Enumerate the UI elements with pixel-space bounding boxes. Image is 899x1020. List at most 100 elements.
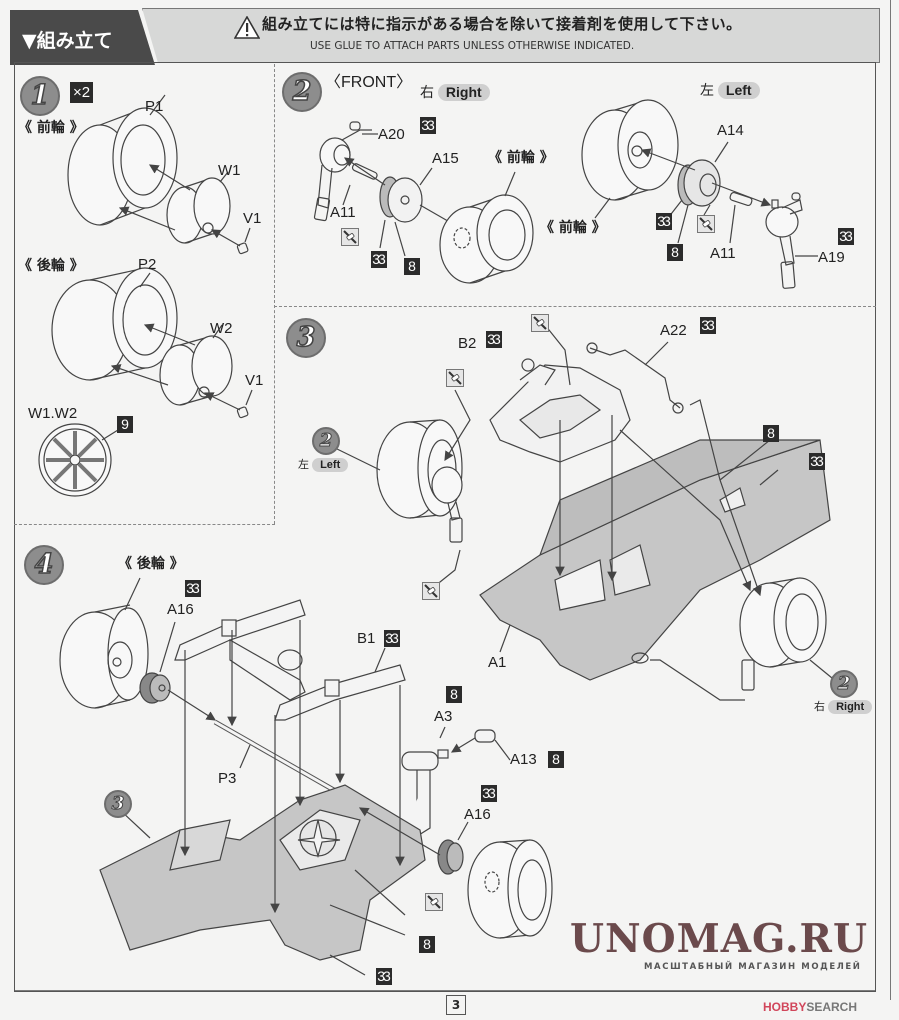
paint-code-badge: 33 [371,251,387,268]
knuckle-a19-drawing [765,192,818,289]
part-label-a11: A11 [330,204,356,221]
side-label-left: 左 Left [700,82,760,99]
part-label-b2: B2 [458,335,477,352]
tire-p1-drawing [67,94,178,226]
part-label-w2: W2 [210,320,233,337]
part-label-p3: P3 [218,770,237,787]
pin-a11-left-drawing [729,191,753,244]
paint-code-badge: 8 [548,751,564,768]
part-label-a11-left: A11 [710,245,736,262]
part-label-w1: W1 [218,162,241,179]
part-label-a19: A19 [818,249,845,266]
side-label-left: 左 Left [298,458,349,472]
paint-code-badge: 8 [446,686,462,703]
side-label-right: 右 Right [420,84,490,101]
paint-code-badge: 33 [486,331,502,348]
step-number-3: 3 [286,318,326,358]
part-label-a16-right: A16 [464,806,491,823]
step-ref-3: 3 [104,790,132,818]
part-label-a1: A1 [488,654,507,671]
paint-code-badge: 9 [117,416,133,433]
hub-a16-drawing [139,621,217,721]
glue-warning-banner [142,8,880,63]
paint-code-badge: 33 [185,580,201,597]
paint-code-badge: 33 [809,453,825,470]
no-glue-glyph [448,371,462,385]
tire-step3-left-drawing [334,419,463,543]
page-number: 3 [446,995,466,1015]
tire-front-left-drawing [581,99,679,219]
step-ref-2-left: 2 [312,427,340,455]
part-label-a13: A13 [510,751,537,768]
paint-code-badge: 8 [667,244,683,261]
bar-a22-drawing [586,341,684,414]
part-label-a22: A22 [660,322,687,339]
rear-wheel-label: 《 後輪 》 [18,258,84,274]
knuckle-a20-drawing [313,121,378,222]
divider-horizontal-left [14,524,275,525]
tire-step4-rear-drawing [59,577,149,709]
paint-code-badge: 33 [656,213,672,230]
divider-horizontal-right [274,306,876,307]
rear-wheel-label: 《 後輪 》 [118,556,184,572]
hub-a15-drawing [344,157,461,257]
chassis-a1-drawing [479,439,831,681]
watermark-logo: UNOMAG.RU [570,916,868,962]
no-glue-icon [446,369,464,387]
hobby-search-logo: HOBBYSEARCH [763,1000,858,1014]
paint-code-badge: 33 [838,228,854,245]
multiplier-badge: ×2 [70,82,94,103]
no-glue-icon [531,314,549,332]
part-label-p1: P1 [145,98,164,115]
side-label-right: 右 Right [814,700,873,714]
subframe-b2-drawing [489,358,631,463]
step-ref-2-right: 2 [830,670,858,698]
no-glue-icon [341,228,359,246]
section-header: ▼組み立て [10,10,155,65]
no-glue-glyph [533,316,547,330]
no-glue-icon [425,893,443,911]
no-glue-icon [697,215,715,233]
chassis-step4-drawing [99,620,426,976]
no-glue-glyph [699,217,713,231]
paint-code-badge: 33 [384,630,400,647]
step-number-1: 1 [20,76,60,116]
front-wheel-label: 《 前輪 》 [488,150,554,166]
part-label-a20: A20 [378,126,405,143]
front-label: 〈FRONT〉 [325,74,413,91]
paint-code-badge: 33 [420,117,436,134]
step-number-4: 4 [24,545,64,585]
part-label-a15: A15 [432,150,459,167]
part-label-p2: P2 [138,256,157,273]
paint-code-badge: 33 [481,785,497,802]
axle-b1-drawing [174,599,406,721]
hub-a14-drawing [640,141,772,244]
warning-text-jp: 組み立てには特に指示がある場合を除いて接着剤を使用して下さい。 [262,15,742,33]
part-label-b1: B1 [357,630,376,647]
part-label-a3: A3 [434,708,453,725]
tire-step4-right-drawing [358,807,553,939]
paint-code-badge: 33 [700,317,716,334]
section-title: ▼組み立て [22,30,113,52]
no-glue-glyph [427,895,441,909]
tire-step3-right-drawing [739,577,833,691]
part-label-v1: V1 [243,210,262,227]
divider-vertical [274,64,275,524]
tire-p2-drawing [51,267,178,381]
wheel-color-label: W1.W2 [28,405,78,422]
wheel-w2-drawing [110,323,253,419]
paint-code-badge: 8 [763,425,779,442]
no-glue-glyph [424,584,438,598]
paint-code-badge: 33 [376,968,392,985]
part-label-a16: A16 [167,601,194,618]
warning-triangle-icon [234,16,260,39]
part-label-a14: A14 [717,122,744,139]
front-wheel-label: 《 前輪 》 [18,120,84,136]
watermark-subtitle: МАСШТАБНЫЙ МАГАЗИН МОДЕЛЕЙ [644,962,862,972]
paint-code-badge: 8 [419,936,435,953]
front-wheel-label-left: 《 前輪 》 [540,220,606,236]
warning-text-en: USE GLUE TO ATTACH PARTS UNLESS OTHERWIS… [310,40,635,52]
no-glue-glyph [343,230,357,244]
wheel-face-drawing [38,423,119,497]
